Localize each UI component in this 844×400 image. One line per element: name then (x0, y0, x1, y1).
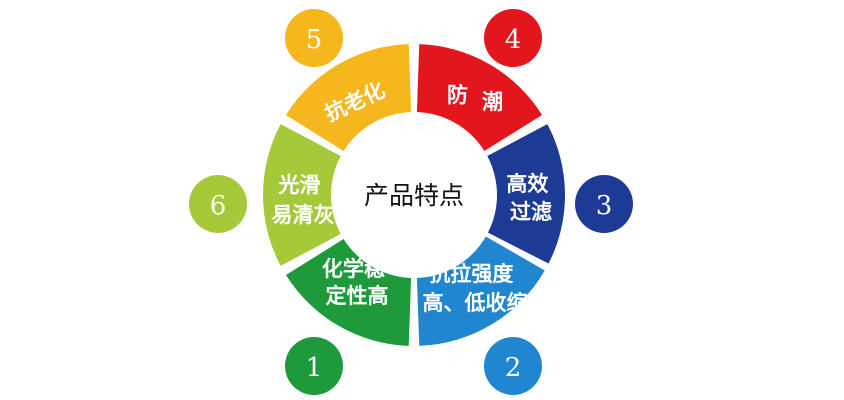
number-badge-5: 5 (285, 9, 343, 67)
number-label-5: 5 (306, 25, 323, 55)
number-badge-4: 4 (484, 9, 542, 67)
segment-2 (416, 236, 545, 346)
center-title: 产品特点 (364, 181, 464, 210)
number-badge-6: 6 (189, 175, 247, 233)
center-circle (342, 123, 486, 267)
number-badge-1: 1 (285, 337, 343, 395)
number-label-4: 4 (505, 25, 522, 55)
feature-label-4: 防 潮 (447, 83, 503, 114)
number-badge-2: 2 (484, 337, 542, 395)
segment-3 (487, 124, 565, 264)
feature-label-6: 光滑 易清灰 (272, 173, 335, 227)
number-label-3: 3 (596, 191, 613, 221)
segment-6 (263, 124, 341, 266)
number-badge-3: 3 (575, 175, 633, 233)
feature-label-2: 抗拉强度 高、低收缩 (423, 262, 528, 315)
feature-label-3: 高效 过滤 (506, 172, 555, 224)
number-label-1: 1 (306, 353, 323, 383)
segment-5 (285, 44, 412, 152)
number-label-2: 2 (505, 353, 522, 383)
segment-4 (416, 44, 543, 152)
number-label-6: 6 (210, 191, 227, 221)
segment-1 (285, 238, 412, 346)
feature-label-1: 化学稳 定性高 (322, 257, 392, 308)
